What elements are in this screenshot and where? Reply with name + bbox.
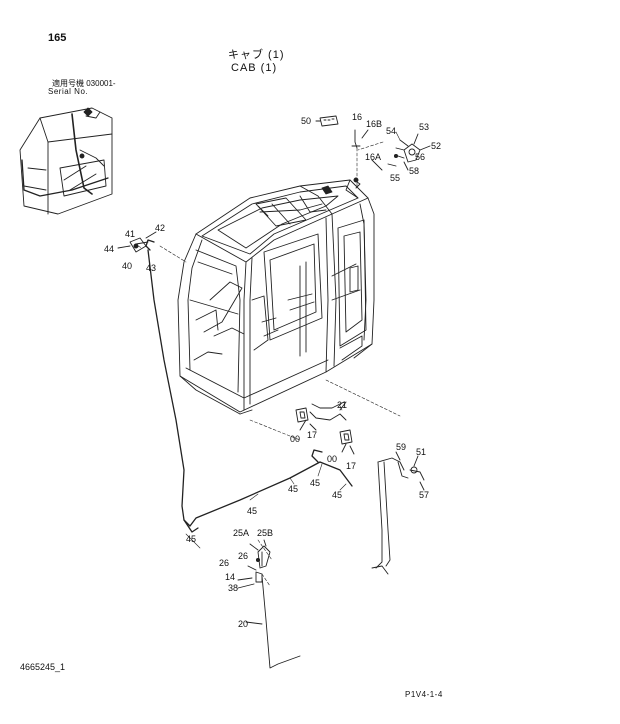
page-title: CAB (1)	[231, 62, 278, 74]
part-label-45-e: 45	[186, 534, 196, 544]
part-label-00-a: 00	[290, 434, 300, 444]
part-label-16: 16	[352, 112, 362, 122]
part-label-53: 53	[419, 122, 429, 132]
clip-42-assembly	[117, 231, 157, 253]
drawing-number: 4665245_1	[20, 662, 66, 672]
part-label-43: 43	[146, 263, 156, 273]
roof-parts-group	[315, 115, 383, 189]
part-label-40: 40	[122, 261, 132, 271]
mirror-bracket-group	[387, 133, 431, 171]
part-label-51: 51	[416, 447, 426, 457]
harness-45	[145, 239, 353, 533]
part-label-56: 56	[415, 152, 425, 162]
page-title-japanese: キャブ (1)	[228, 49, 285, 61]
part-label-25b: 25B	[257, 528, 273, 538]
part-label-52: 52	[431, 141, 441, 151]
part-label-21: 21	[337, 400, 347, 410]
part-label-41: 41	[125, 229, 135, 239]
part-label-58: 58	[409, 166, 419, 176]
serial-label-japanese: 適用号機 030001-	[52, 79, 116, 88]
part-label-54: 54	[386, 126, 396, 136]
cab-inset-thumbnail	[19, 107, 113, 215]
part-label-17-b: 17	[346, 461, 356, 471]
part-labels: 50 16 16B 54 53 52 56 16A 55 58 42 41 44…	[104, 112, 441, 629]
part-label-45-b: 45	[310, 478, 320, 488]
part-label-45-c: 45	[332, 490, 342, 500]
part-label-00-b: 00	[327, 454, 337, 464]
part-label-25a: 25A	[233, 528, 249, 538]
part-label-26-b: 26	[219, 558, 229, 568]
part-label-57: 57	[419, 490, 429, 500]
part-label-17-a: 17	[307, 430, 317, 440]
part-label-44: 44	[104, 244, 114, 254]
part-label-16b: 16B	[366, 119, 382, 129]
part-label-14: 14	[225, 572, 235, 582]
part-label-16a: 16A	[365, 152, 381, 162]
page-number: 165	[48, 32, 67, 44]
cab-frame	[177, 179, 375, 415]
part-label-38: 38	[228, 583, 238, 593]
part-label-20: 20	[238, 619, 248, 629]
strip-59-assembly	[371, 451, 425, 575]
part-label-26-a: 26	[238, 551, 248, 561]
leader-lines	[185, 120, 401, 549]
part-label-45-d: 45	[247, 506, 257, 516]
part-label-59: 59	[396, 442, 406, 452]
plate-21-group	[295, 401, 355, 455]
part-label-55: 55	[390, 173, 400, 183]
part-label-42: 42	[155, 223, 165, 233]
reference-code: P1V4-1-4	[405, 690, 443, 699]
part-label-50: 50	[301, 116, 311, 126]
part-label-45-a: 45	[288, 484, 298, 494]
serial-label: Serial No.	[48, 87, 89, 96]
rod-20-assembly	[237, 539, 301, 669]
